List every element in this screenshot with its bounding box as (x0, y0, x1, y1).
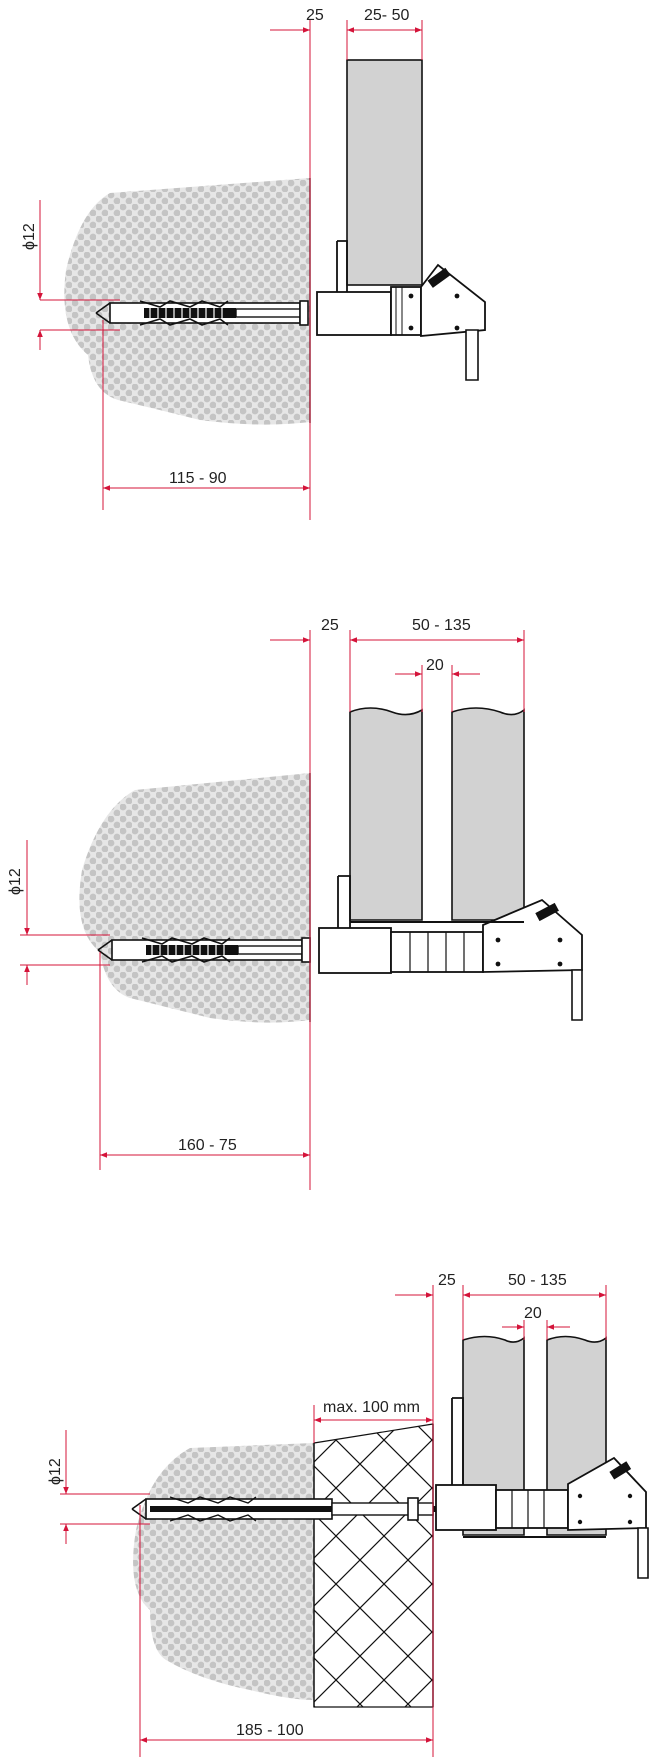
dim-gap: 25 (306, 7, 324, 24)
panel-board-right (451, 707, 525, 921)
masonry-wall (133, 1443, 314, 1700)
dimension-lines (60, 1285, 607, 1757)
dim-diameter: ϕ12 (21, 223, 38, 250)
variant-3: 25 50 - 135 20 max. 100 mm ϕ12 185 - 100 (47, 1272, 649, 1757)
dim-thickness: 50 - 135 (412, 617, 471, 634)
anchor-dowel (131, 1496, 446, 1522)
masonry-wall (64, 178, 310, 425)
dim-thickness: 50 - 135 (508, 1272, 567, 1289)
dim-depth: 115 - 90 (169, 470, 227, 487)
anchor-dowel (95, 300, 309, 326)
dim-thickness: 25- 50 (364, 7, 409, 24)
variant-2: 25 50 - 135 20 ϕ12 160 - 75 (7, 617, 583, 1190)
dim-gap: 25 (438, 1272, 456, 1289)
masonry-wall (79, 773, 310, 1023)
dim-spacing: 20 (426, 657, 444, 674)
dim-spacing: 20 (524, 1305, 542, 1322)
mounting-bracket (435, 1397, 649, 1579)
dimension-lines (37, 20, 423, 520)
variant-1: 25 25- 50 ϕ12 115 - 90 (21, 7, 486, 520)
anchor-dowel (97, 937, 311, 963)
dimension-lines (20, 630, 525, 1190)
panel-board-left (349, 707, 423, 921)
dim-depth: 160 - 75 (178, 1137, 237, 1154)
mounting-bracket (316, 240, 486, 381)
dim-diameter: ϕ12 (47, 1458, 64, 1485)
dim-depth: 185 - 100 (236, 1722, 304, 1739)
dim-gap: 25 (321, 617, 339, 634)
panel-board (346, 59, 423, 286)
insulation-layer (313, 1423, 434, 1708)
dim-insulation: max. 100 mm (323, 1399, 420, 1416)
mounting-bracket (318, 875, 583, 1021)
dim-diameter: ϕ12 (7, 868, 24, 895)
